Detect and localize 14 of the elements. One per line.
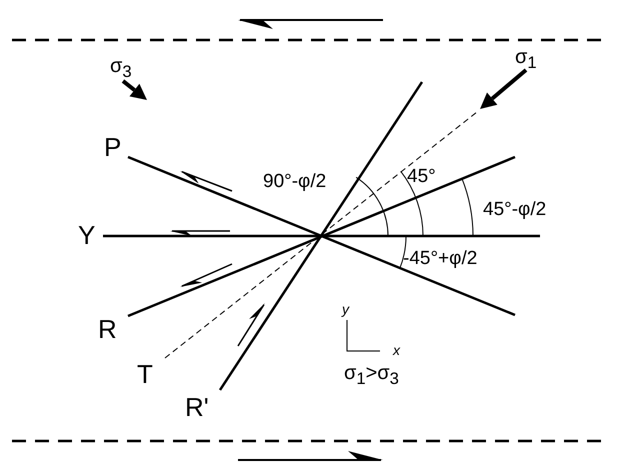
stress-condition-label: σ$_{1}$>σ$_{3}$ xyxy=(344,363,399,388)
axis-label: y xyxy=(342,302,349,316)
fracture-label: R' xyxy=(185,394,209,420)
fracture-label: R xyxy=(98,316,117,342)
fracture-label: P xyxy=(104,134,122,160)
fracture-label: T xyxy=(137,361,153,387)
angle-label: 45° xyxy=(407,167,436,186)
stress-label: σ$_{1}$ xyxy=(515,47,537,72)
stress-label: σ$_{3}$ xyxy=(110,56,132,81)
angle-label: 45°-φ/2 xyxy=(483,200,546,219)
angle-label: -45°+φ/2 xyxy=(403,249,478,268)
angle-label: 90°-φ/2 xyxy=(263,172,326,191)
axis-label: x xyxy=(393,343,400,357)
fracture-label: Y xyxy=(78,222,96,248)
